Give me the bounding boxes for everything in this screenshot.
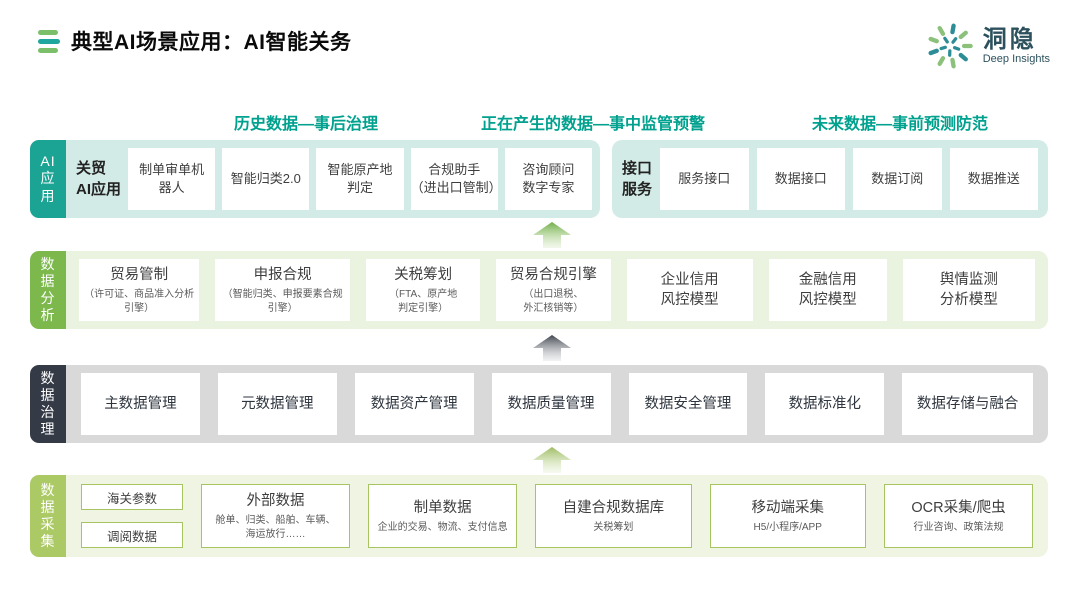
collection-small-box: 海关参数 [81, 484, 183, 510]
ai-app-box: 咨询顾问 数字专家 [504, 148, 593, 210]
ai-app-box: 制单审单机 器人 [128, 148, 216, 210]
column-header-history: 历史数据—事后治理 [233, 116, 379, 133]
logo-swirl-icon [928, 23, 973, 69]
collection-box: 制单数据 企业的交易、物流、支付信息 [368, 484, 518, 548]
ai-app-box: 智能归类2.0 [222, 148, 310, 210]
group-label-customs-ai: 关贸 AI应用 [76, 160, 122, 198]
column-header-current: 正在产生的数据—事中监管预警 [480, 116, 706, 133]
group-label-api-services: 接口 服务 [622, 160, 653, 198]
collection-box: OCR采集/爬虫 行业咨询、政策法规 [883, 484, 1033, 548]
up-arrow-collection-to-governance [533, 447, 571, 473]
page-title: 典型AI场景应用：AI智能关务 [71, 31, 352, 54]
layer-label-data-analysis: 数 据 分 析 [30, 251, 66, 329]
api-box: 数据订阅 [853, 148, 942, 210]
layer-label-ai-application: AI 应 用 [30, 140, 66, 218]
governance-box: 数据质量管理 [491, 373, 611, 435]
analysis-box: 企业信用 风控模型 [626, 259, 753, 321]
analysis-box: 申报合规 （智能归类、申报要素合规 引擎） [215, 259, 350, 321]
collection-box: 自建合规数据库 关税筹划 [535, 484, 692, 548]
api-box: 数据推送 [949, 148, 1039, 210]
up-arrow-governance-to-analysis [533, 335, 571, 361]
analysis-box: 贸易合规引擎 （出口退税、 外汇核销等） [496, 259, 611, 321]
up-arrow-analysis-to-ai [533, 222, 571, 248]
collection-box: 移动端采集 H5/小程序/APP [709, 484, 866, 548]
tray-api-services: 接口 服务 服务接口 数据接口 数据订阅 数据推送 [612, 140, 1048, 218]
collection-param-stack: 海关参数 调阅数据 [81, 484, 183, 548]
governance-box: 数据资产管理 [354, 373, 474, 435]
column-header-future: 未来数据—事前预测防范 [811, 116, 989, 133]
deep-insights-logo: 洞隐 Deep Insights [924, 20, 1050, 72]
governance-box: 数据存储与融合 [902, 373, 1034, 435]
api-box: 数据接口 [756, 148, 846, 210]
analysis-box: 舆情监测 分析模型 [902, 259, 1036, 321]
analysis-box: 贸易管制 （许可证、商品准入分析 引擎） [79, 259, 200, 321]
governance-box: 数据标准化 [765, 373, 885, 435]
slide-bullet-icon [38, 29, 60, 53]
tray-data-analysis: 贸易管制 （许可证、商品准入分析 引擎） 申报合规 （智能归类、申报要素合规 引… [66, 251, 1048, 329]
slide-header: 典型AI场景应用：AI智能关务 [38, 26, 352, 56]
logo-name: 洞隐 [982, 25, 1037, 53]
governance-box: 主数据管理 [81, 373, 200, 435]
governance-box: 数据安全管理 [628, 373, 748, 435]
governance-box: 元数据管理 [217, 373, 337, 435]
tray-data-collection: 海关参数 调阅数据 外部数据 舱单、归类、船舶、车辆、 海运放行…… 制单数据 … [66, 475, 1048, 557]
layer-label-data-governance: 数 据 治 理 [30, 365, 66, 443]
analysis-box: 金融信用 风控模型 [768, 259, 887, 321]
tray-data-governance: 主数据管理 元数据管理 数据资产管理 数据质量管理 数据安全管理 数据标准化 数… [66, 365, 1048, 443]
tray-customs-ai: 关贸 AI应用 制单审单机 器人 智能归类2.0 智能原产地 判定 合规助手 （… [66, 140, 600, 218]
logo-subtitle: Deep Insights [982, 52, 1050, 65]
ai-app-box: 合规助手 （进出口管制） [410, 148, 502, 210]
api-box: 服务接口 [660, 148, 749, 210]
collection-box: 外部数据 舱单、归类、船舶、车辆、 海运放行…… [201, 484, 351, 548]
collection-small-box: 调阅数据 [81, 522, 183, 548]
layer-label-data-collection: 数 据 采 集 [30, 475, 66, 557]
ai-app-box: 智能原产地 判定 [316, 148, 404, 210]
analysis-box: 关税筹划 （FTA、原产地 判定引擎） [366, 259, 481, 321]
